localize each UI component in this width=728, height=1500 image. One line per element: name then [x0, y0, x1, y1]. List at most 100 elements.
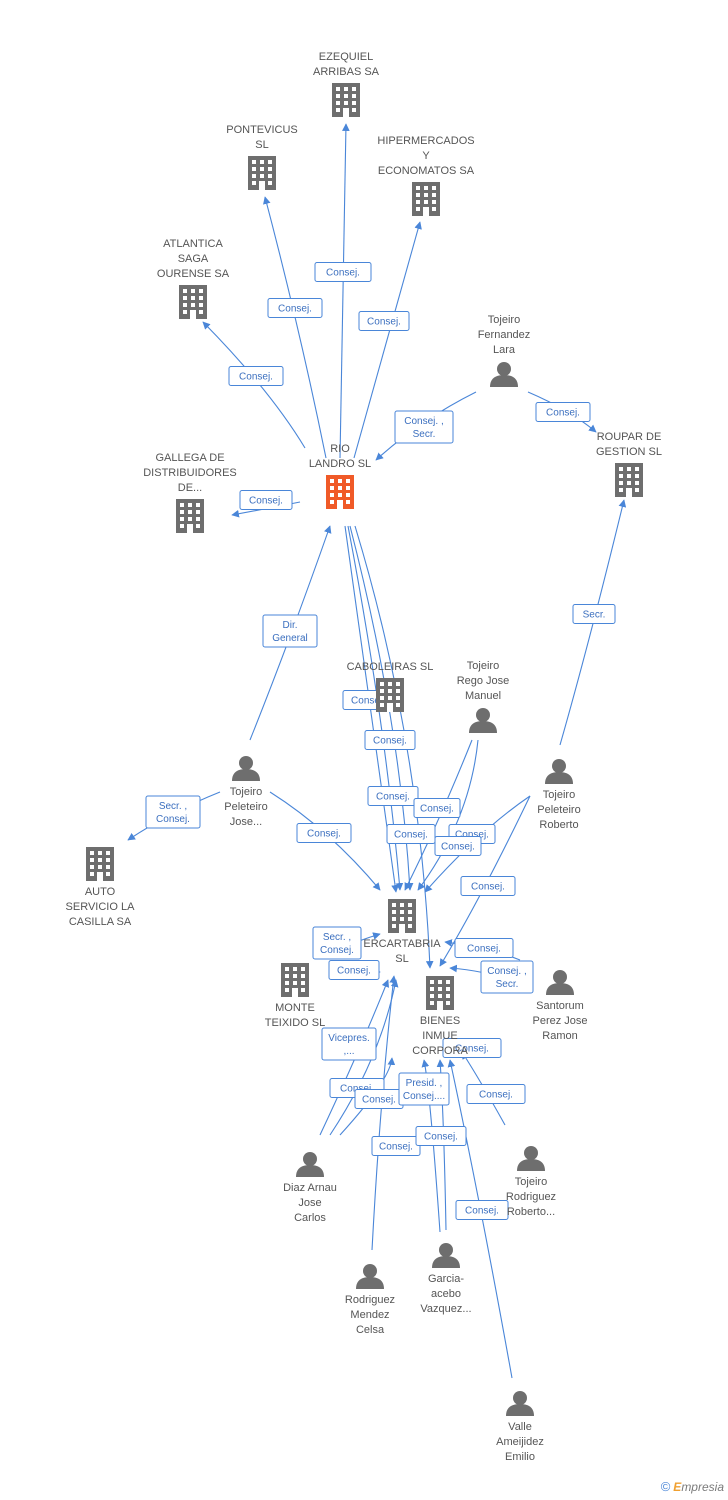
node-label: ATLANTICA	[163, 238, 223, 250]
node-label: Tojeiro	[543, 789, 575, 801]
relation-edge	[349, 525, 414, 891]
edge-label[interactable]: Consej.	[442, 1038, 502, 1058]
node-label: Perez Jose	[532, 1015, 587, 1027]
node-label: INMUE	[422, 1030, 457, 1042]
edge-label-text: Consej.	[156, 814, 190, 825]
edge-label-text: Presid. ,	[406, 1078, 443, 1089]
edge-label-text: Consej.	[320, 945, 354, 956]
node-label: Rodriguez	[506, 1191, 556, 1203]
edge-label[interactable]: Dir.General	[262, 614, 318, 648]
edge-label-text: Consej.	[326, 268, 360, 279]
building-icon	[86, 847, 114, 881]
edge-label[interactable]: Secr.	[572, 604, 616, 624]
node-label: Tojeiro	[230, 786, 262, 798]
person-icon	[296, 1152, 324, 1177]
edge-label-box	[398, 1072, 450, 1106]
node-label: Peleteiro	[537, 804, 580, 816]
edge-label-box	[358, 311, 410, 331]
node-label: GALLEGA DE	[155, 452, 224, 464]
person-icon	[545, 759, 573, 784]
node-label: ARRIBAS SA	[313, 66, 380, 78]
relation-edge	[347, 525, 404, 891]
edge-label-text: Consej.	[379, 1142, 413, 1153]
edge-label[interactable]: Consej.	[239, 490, 293, 510]
edge-label[interactable]: Consej.	[228, 366, 284, 386]
node-tojeiro-peleteiro-jose[interactable]: TojeiroPeleteiroJose...	[224, 756, 268, 828]
node-label: Diaz Arnau	[283, 1182, 337, 1194]
node-gallega[interactable]: GALLEGA DEDISTRIBUIDORESDE...	[143, 452, 237, 533]
edge-label[interactable]: Consej.	[454, 938, 514, 958]
edge-label-box	[572, 604, 616, 624]
edge-label[interactable]: Consej. ,Secr.	[394, 410, 454, 444]
edge-label-box	[415, 1126, 467, 1146]
node-label: Roberto...	[507, 1206, 555, 1218]
edge-label[interactable]: Consej.	[434, 836, 482, 856]
edge-label[interactable]: Consej.	[358, 311, 410, 331]
node-label: Santorum	[536, 1000, 584, 1012]
edge-label-box	[413, 798, 461, 818]
edge-label[interactable]: Consej.	[367, 786, 419, 806]
edge-label[interactable]: Consej.	[314, 262, 372, 282]
node-label: Carlos	[294, 1212, 326, 1224]
edge-label[interactable]: Vicepres.,...	[321, 1027, 377, 1061]
edge-label[interactable]: Consej.	[460, 876, 516, 896]
edge-label[interactable]: Consej. ,Secr.	[480, 960, 534, 994]
edge-label-text: Consej.	[376, 792, 410, 803]
relation-edge	[353, 221, 422, 459]
edge-label-text: Consej. ,	[404, 416, 443, 427]
building-icon	[376, 678, 404, 712]
edge-label[interactable]: Consej.	[354, 1089, 404, 1109]
node-label: LANDRO SL	[309, 458, 371, 470]
edge-label[interactable]: Consej.	[296, 823, 352, 843]
brand-initial: E	[673, 1480, 682, 1494]
node-label: Emilio	[505, 1451, 535, 1463]
edge-label[interactable]: Secr. ,Consej.	[312, 926, 362, 960]
node-label: Jose...	[230, 816, 262, 828]
edge-label[interactable]: Secr. ,Consej.	[145, 795, 201, 829]
node-garcia-acebo[interactable]: Garcia-aceboVazquez...	[420, 1243, 472, 1315]
edge-label-text: Vicepres.	[328, 1033, 370, 1044]
edge-label-text: Consej.	[367, 317, 401, 328]
edge-label[interactable]: Consej.	[455, 1200, 509, 1220]
brand-name: mpresia	[681, 1480, 724, 1494]
edge-label-text: Consej.	[337, 966, 371, 977]
building-icon	[332, 83, 360, 117]
node-tojeiro-rodriguez[interactable]: TojeiroRodriguezRoberto...	[506, 1146, 556, 1218]
edge-label-text: Consej.	[239, 372, 273, 383]
edge-label[interactable]: Consej.	[413, 798, 461, 818]
node-label: Tojeiro	[515, 1176, 547, 1188]
edge-label[interactable]: Consej.	[415, 1126, 467, 1146]
edge-label[interactable]: Consej.	[535, 402, 591, 422]
edge-label[interactable]: Consej.	[267, 298, 323, 318]
edge-label-box	[145, 795, 201, 829]
node-caboleiras[interactable]: CABOLEIRAS SL	[347, 661, 434, 712]
edge-label[interactable]: Presid. ,Consej....	[398, 1072, 450, 1106]
node-label: DISTRIBUIDORES	[143, 467, 237, 479]
edge-label-box	[262, 614, 318, 648]
node-label: SAGA	[178, 253, 209, 265]
node-label: Rodriguez	[345, 1294, 395, 1306]
edge-label[interactable]: Consej.	[328, 960, 380, 980]
edge-label[interactable]: Consej.	[371, 1136, 421, 1156]
edge-label-text: Consej.	[249, 496, 283, 507]
edge-label[interactable]: Consej.	[386, 824, 436, 844]
edge-label[interactable]: Consej.	[466, 1084, 526, 1104]
edge-label[interactable]: Consej.	[364, 730, 416, 750]
